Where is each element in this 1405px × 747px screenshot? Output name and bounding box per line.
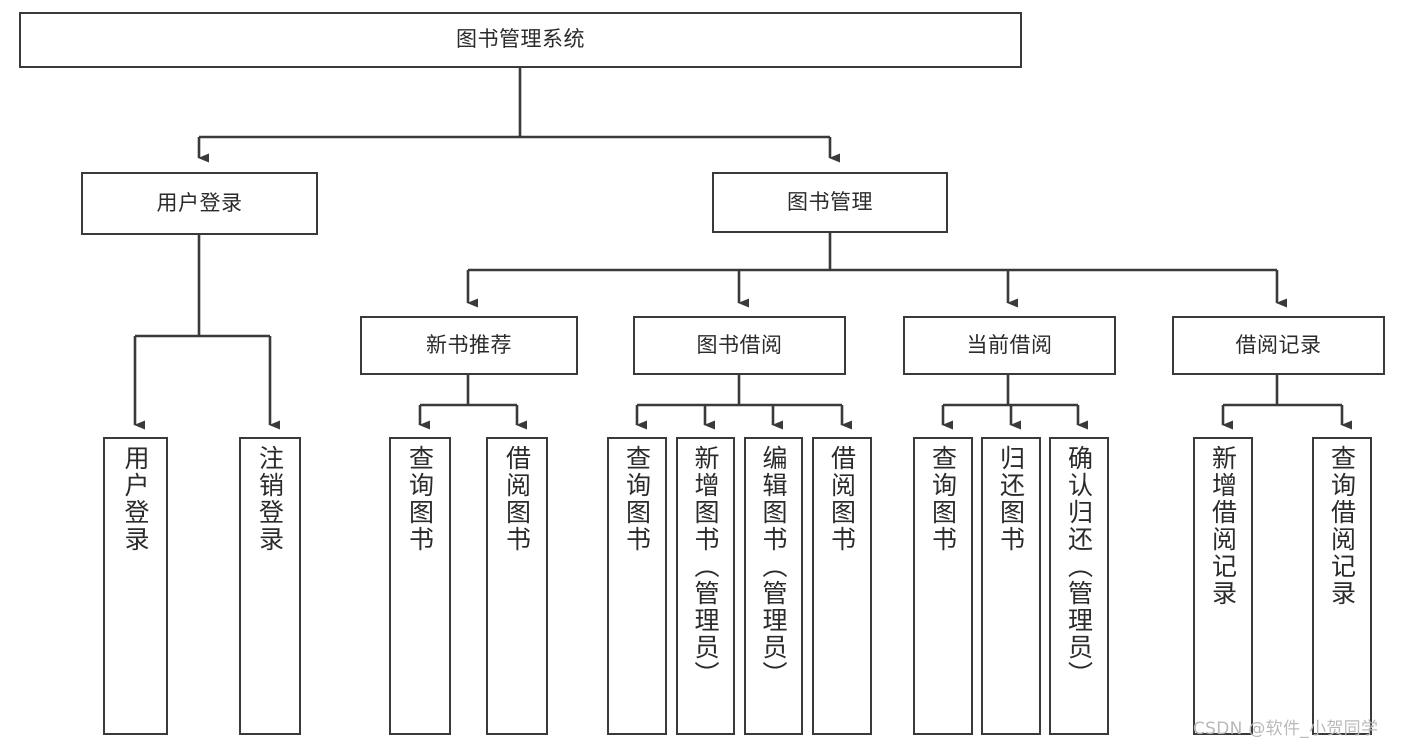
leaf-current-confirm-return-admin[interactable]: 确认归还（管理员） <box>1049 437 1109 735</box>
leaf-records-add-record[interactable]: 新增借阅记录 <box>1193 437 1253 735</box>
node-user-login[interactable]: 用户登录 <box>81 172 318 235</box>
leaf-current-return[interactable]: 归还图书 <box>981 437 1041 735</box>
watermark-text: CSDN @软件_小贺同学 <box>1193 719 1379 739</box>
node-label: 用户登录 <box>121 445 150 553</box>
node-label: 查询图书 <box>405 445 435 553</box>
leaf-records-query-record[interactable]: 查询借阅记录 <box>1312 437 1372 735</box>
leaf-user-login-login[interactable]: 用户登录 <box>103 437 168 735</box>
leaf-borrow-edit-book-admin[interactable]: 编辑图书（管理员） <box>744 437 803 735</box>
leaf-new-book-borrow[interactable]: 借阅图书 <box>486 437 548 735</box>
node-label: 图书管理 <box>787 189 873 214</box>
leaf-borrow-query[interactable]: 查询图书 <box>607 437 667 735</box>
leaf-current-query[interactable]: 查询图书 <box>913 437 973 735</box>
node-label: 确认归还（管理员） <box>1064 445 1094 688</box>
node-label: 新书推荐 <box>426 332 512 357</box>
node-label: 注销登录 <box>255 445 285 553</box>
node-label: 借阅记录 <box>1235 332 1322 357</box>
node-book-management[interactable]: 图书管理 <box>712 172 948 233</box>
leaf-borrow-add-book-admin[interactable]: 新增图书（管理员） <box>676 437 735 735</box>
node-current-borrow[interactable]: 当前借阅 <box>903 316 1116 375</box>
leaf-new-book-query[interactable]: 查询图书 <box>389 437 451 735</box>
node-book-borrow[interactable]: 图书借阅 <box>633 316 846 375</box>
node-label: 当前借阅 <box>966 332 1053 357</box>
leaf-user-login-logout[interactable]: 注销登录 <box>239 437 301 735</box>
node-label: 借阅图书 <box>502 445 532 553</box>
node-label: 用户登录 <box>156 190 243 215</box>
node-label: 新增图书（管理员） <box>691 445 720 688</box>
node-label: 查询图书 <box>622 445 652 553</box>
leaf-borrow-borrow-book[interactable]: 借阅图书 <box>812 437 872 735</box>
node-label: 图书借阅 <box>696 332 783 357</box>
node-label: 编辑图书（管理员） <box>759 445 788 688</box>
node-label: 新增借阅记录 <box>1208 445 1238 607</box>
node-new-book-recommend[interactable]: 新书推荐 <box>360 316 578 375</box>
node-label: 归还图书 <box>996 445 1026 553</box>
node-label: 查询图书 <box>928 445 958 553</box>
node-borrow-records[interactable]: 借阅记录 <box>1172 316 1385 375</box>
node-label: 图书管理系统 <box>456 27 585 52</box>
node-root-book-management-system[interactable]: 图书管理系统 <box>19 12 1022 68</box>
node-label: 借阅图书 <box>827 445 857 553</box>
node-label: 查询借阅记录 <box>1327 445 1357 607</box>
